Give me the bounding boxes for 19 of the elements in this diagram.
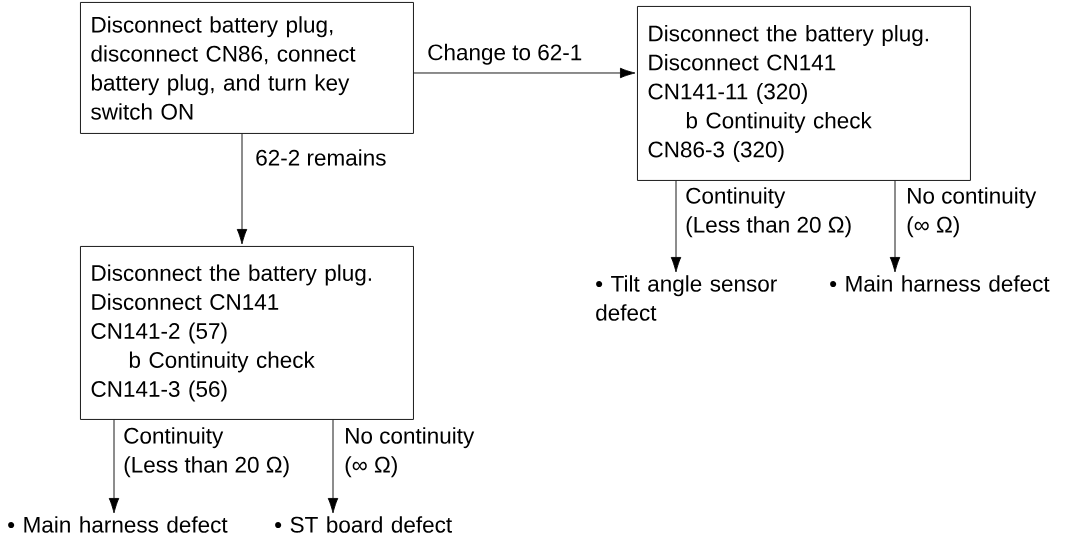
result-text: • Main harness defect xyxy=(830,275,1050,292)
edge-label: Change to 62-1 xyxy=(428,43,582,65)
edge-label: 62-2 remains xyxy=(256,149,386,166)
arrow xyxy=(327,419,339,514)
result-text: • Main harness defect xyxy=(8,516,228,533)
edge-label: No continuity (∞ Ω) xyxy=(907,187,1037,238)
process-box: Disconnect the battery plug. Disconnect CN141 CN141-2 (57) b Continuity check CN141-3 (56) xyxy=(80,246,414,420)
arrow xyxy=(108,419,120,514)
process-box: Disconnect the battery plug. Disconnect CN141 CN141-11 (320) b Continuity check CN86-3 (320) xyxy=(637,6,971,181)
arrow xyxy=(670,180,682,273)
edge-label: Continuity (Less than 20 Ω) xyxy=(686,187,851,238)
result-text: • ST board defect xyxy=(275,516,452,533)
edge-label: Continuity (Less than 20 Ω) xyxy=(124,427,289,478)
process-box: Disconnect battery plug, disconnect CN86, connect battery plug, and turn key switch ON xyxy=(80,2,414,134)
arrow xyxy=(413,67,636,79)
result-text: • Tilt angle sensor defect xyxy=(596,275,777,321)
arrow xyxy=(236,133,248,245)
edge-label: No continuity (∞ Ω) xyxy=(345,427,475,478)
arrow xyxy=(889,180,901,273)
